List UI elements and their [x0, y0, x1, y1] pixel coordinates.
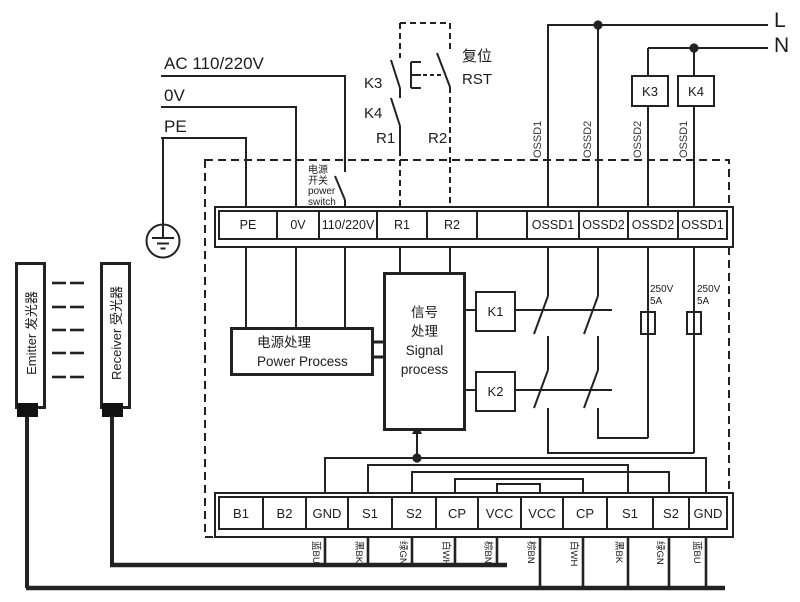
terminal-s2-left: S2 — [391, 496, 437, 530]
terminal-cp-right: CP — [562, 496, 608, 530]
signal-process-label-cn2: 处理 — [411, 324, 438, 339]
wire-color-brown-left: 棕BN — [482, 541, 493, 564]
wire-color-white-right: 白WH — [568, 541, 579, 567]
receiver-label: Receiver 受光器 — [109, 286, 124, 380]
signal-process-block: 信号 处理 Signal process — [383, 272, 466, 431]
terminal-r1: R1 — [376, 210, 428, 240]
reset-circuit — [390, 22, 451, 206]
r1-wire-label: R1 — [376, 130, 396, 147]
fuse2-current-label: 5A — [697, 296, 710, 307]
power-switch-label: 电源 开关 power switch — [308, 165, 336, 208]
emitter-connector — [17, 403, 38, 417]
relay-k1-box: K1 — [475, 291, 516, 332]
k3-contact-label: K3 — [364, 75, 383, 92]
signal-process-label-cn1: 信号 — [411, 305, 438, 320]
terminal-pe: PE — [218, 210, 278, 240]
terminal-vcc-left: VCC — [477, 496, 522, 530]
k4-contact-label: K4 — [364, 105, 383, 122]
neutral-terminal-label: N — [774, 34, 790, 57]
zero-volt-label: 0V — [164, 86, 185, 105]
emitter-bar — [15, 262, 46, 409]
relay-k3-box: K3 — [631, 75, 669, 107]
terminal-ossd2-b: OSSD2 — [627, 210, 679, 240]
pe-label: PE — [164, 117, 187, 136]
wire-color-black-left: 黑BK — [353, 541, 364, 564]
wire-color-blue-right: 蓝BU — [691, 541, 702, 564]
terminal-s1-left: S1 — [347, 496, 393, 530]
k1-contact-blade — [583, 295, 599, 335]
mains-wires — [547, 20, 768, 208]
terminal-b2: B2 — [262, 496, 307, 530]
supply-wires — [145, 75, 346, 259]
terminal-gnd-left: GND — [305, 496, 349, 530]
reset-label-en: RST — [462, 71, 492, 88]
ossd2-wire-label: OSSD2 — [582, 120, 594, 158]
terminal-0v: 0V — [276, 210, 320, 240]
manual-actuator-icon — [410, 61, 443, 89]
k1-contact-blade — [533, 295, 549, 335]
power-process-block: 电源处理 Power Process — [230, 327, 374, 376]
relay-k4-box: K4 — [677, 75, 715, 107]
ossd-contact-wires — [460, 295, 702, 454]
k3-contact-blade — [390, 59, 401, 89]
r2-wire-label: R2 — [428, 130, 448, 147]
line-terminal-label: L — [774, 9, 786, 32]
fuse1-current-label: 5A — [650, 296, 663, 307]
wire-color-white-left: 白WH — [440, 541, 451, 567]
ossd2-wire-label: OSSD2 — [632, 120, 644, 158]
fuse1-voltage-label: 250V — [650, 284, 674, 295]
fuse2-voltage-label: 250V — [697, 284, 721, 295]
terminal-top-drop-wires — [245, 242, 695, 329]
reset-label-cn: 复位 — [462, 48, 493, 65]
terminal-ossd1-b: OSSD1 — [677, 210, 728, 240]
power-switch-label-cn2: 开关 — [308, 175, 328, 187]
power-switch-label-en1: power — [308, 186, 336, 197]
power-switch-blade — [334, 175, 346, 201]
terminal-s1-right: S1 — [606, 496, 654, 530]
terminal-110-220v: 110/220V — [318, 210, 378, 240]
signal-process-label-en2: process — [400, 362, 449, 377]
junction-dot — [689, 43, 699, 53]
wire-color-black-right: 黑BK — [613, 541, 624, 564]
terminal-ossd2-a: OSSD2 — [578, 210, 629, 240]
relay-k2-box: K2 — [475, 371, 516, 412]
power-process-label-cn: 电源处理 — [257, 335, 311, 350]
wire-color-green-left: 绿GN — [397, 541, 408, 565]
terminal-gnd-right: GND — [688, 496, 728, 530]
k4-contact-blade — [390, 97, 401, 127]
terminal-cp-left: CP — [435, 496, 479, 530]
wire-color-blue-left: 蓝BU — [310, 541, 321, 564]
reset-button-blade — [436, 52, 451, 88]
power-process-label-en: Power Process — [257, 354, 348, 369]
bottom-bus-loops — [324, 457, 707, 495]
signal-process-label-en1: Signal — [405, 343, 444, 358]
wire-color-brown-right: 棕BN — [525, 541, 536, 564]
terminal-ossd1-a: OSSD1 — [526, 210, 580, 240]
terminal-blank — [476, 210, 528, 240]
earth-ground-symbol — [145, 223, 181, 259]
light-beams — [52, 281, 84, 379]
power-switch-label-cn1: 电源 — [308, 165, 328, 176]
terminal-vcc-right: VCC — [520, 496, 564, 530]
ac-supply-label: AC 110/220V — [164, 54, 264, 73]
receiver-connector — [102, 403, 123, 417]
terminal-r2: R2 — [426, 210, 478, 240]
junction-dot — [593, 20, 603, 30]
emitter-label: Emitter 发光器 — [24, 291, 39, 375]
power-switch-label-en2: switch — [308, 196, 336, 208]
receiver-bar — [100, 262, 131, 409]
terminal-s2-right: S2 — [652, 496, 690, 530]
wire-color-green-right: 绿GN — [654, 541, 665, 565]
ossd1-wire-label: OSSD1 — [532, 120, 544, 158]
terminal-b1: B1 — [218, 496, 264, 530]
ossd1-wire-label: OSSD1 — [678, 120, 690, 158]
